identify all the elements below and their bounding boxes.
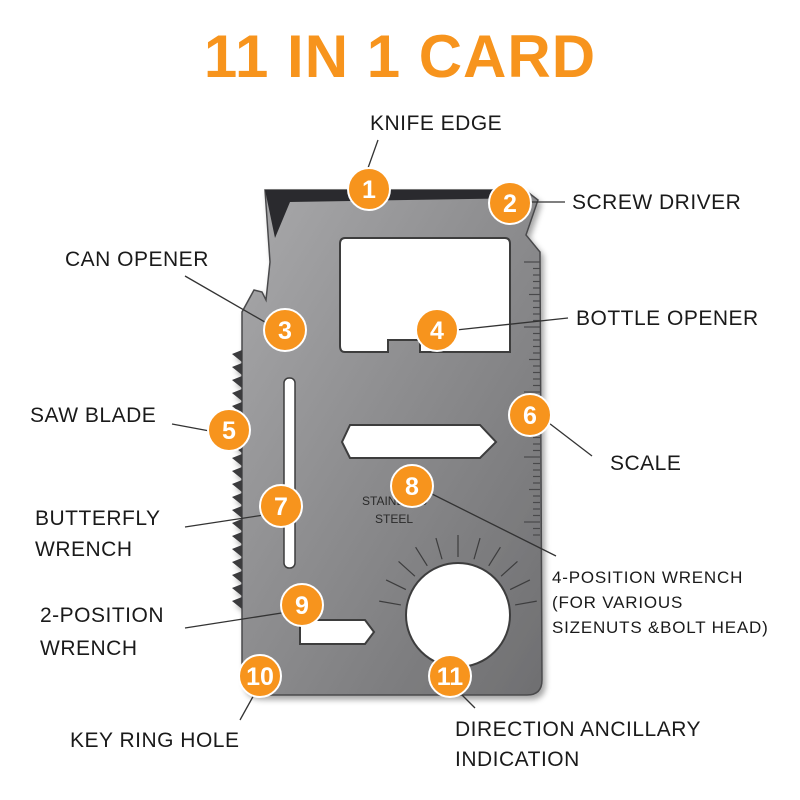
saw-tooth xyxy=(232,480,242,492)
direction-tick xyxy=(488,546,501,567)
badge-number-7: 7 xyxy=(274,493,288,521)
direction-tick xyxy=(500,561,518,577)
label-four-position-wrench-2: (FOR VARIOUS xyxy=(552,593,683,612)
badge-number-6: 6 xyxy=(523,402,537,430)
badge-circle-3 xyxy=(263,308,307,352)
direction-tick xyxy=(473,537,481,560)
saw-tooth xyxy=(232,363,242,375)
direction-tick xyxy=(415,546,428,567)
badge-number-3: 3 xyxy=(278,317,292,345)
hex-wrench-cutout xyxy=(340,424,498,459)
direction-ticks xyxy=(379,535,537,606)
saw-teeth xyxy=(232,350,242,609)
direction-tick xyxy=(398,561,416,577)
small-wrench-cutout xyxy=(299,619,376,645)
label-key-ring-hole: KEY RING HOLE xyxy=(70,729,240,752)
label-scale: SCALE xyxy=(610,452,681,475)
saw-tooth xyxy=(232,376,242,388)
label-two-position-wrench-1: 2-POSITION xyxy=(40,604,164,627)
saw-tooth xyxy=(232,571,242,583)
bottle-opener-cutout xyxy=(339,237,511,353)
saw-tooth xyxy=(232,454,242,466)
badge-circle-5 xyxy=(207,408,251,452)
badge-circle-8 xyxy=(390,464,434,508)
badge-number-5: 5 xyxy=(222,417,236,445)
saw-tooth xyxy=(232,545,242,557)
label-knife-edge: KNIFE EDGE xyxy=(370,112,502,135)
direction-tick xyxy=(435,537,443,560)
label-bottle-opener: BOTTLE OPENER xyxy=(576,307,759,330)
direction-tick xyxy=(385,579,407,591)
saw-tooth xyxy=(232,389,242,401)
direction-tick xyxy=(509,579,531,591)
saw-tooth xyxy=(232,350,242,362)
saw-tooth xyxy=(232,558,242,570)
round-wrench-cutout xyxy=(405,562,511,668)
badges: 1 2 3 4 5 6 7 8 9 10 11 xyxy=(207,167,552,698)
diagram-title: 11 IN 1 CARD xyxy=(203,23,597,90)
badge-circle-7 xyxy=(259,484,303,528)
badge-circle-10 xyxy=(238,654,282,698)
saw-tooth xyxy=(232,597,242,609)
badge-circle-9 xyxy=(280,583,324,627)
saw-tooth xyxy=(232,506,242,518)
label-screw-driver: SCREW DRIVER xyxy=(572,191,741,214)
saw-tooth xyxy=(232,584,242,596)
badge-circle-4 xyxy=(415,308,459,352)
long-slot xyxy=(283,377,296,569)
stamp-line-2: STEEL xyxy=(375,512,413,526)
badge-circle-2 xyxy=(488,181,532,225)
badge-number-10: 10 xyxy=(246,663,274,691)
badge-circle-6 xyxy=(508,393,552,437)
badge-circle-1 xyxy=(347,167,391,211)
label-butterfly-wrench-2: WRENCH xyxy=(35,538,133,561)
saw-tooth xyxy=(232,493,242,505)
badge-number-11: 11 xyxy=(437,663,464,691)
direction-tick xyxy=(379,600,401,606)
label-two-position-wrench-2: WRENCH xyxy=(40,637,138,660)
saw-tooth xyxy=(232,519,242,531)
leader-lines xyxy=(171,139,593,721)
label-butterfly-wrench-1: BUTTERFLY xyxy=(35,507,160,530)
badge-number-9: 9 xyxy=(295,592,309,620)
label-four-position-wrench-3: SIZENUTS &BOLT HEAD) xyxy=(552,618,769,637)
label-direction-indication-2: INDICATION xyxy=(455,748,580,771)
saw-tooth xyxy=(232,532,242,544)
badge-circle-11 xyxy=(428,654,472,698)
saw-tooth xyxy=(232,467,242,479)
label-saw-blade: SAW BLADE xyxy=(30,404,156,427)
badge-number-1: 1 xyxy=(362,176,376,204)
label-four-position-wrench-1: 4-POSITION WRENCH xyxy=(552,568,743,587)
badge-number-4: 4 xyxy=(430,317,444,345)
direction-tick xyxy=(515,600,537,606)
multitool-card: STAINLESS STEEL xyxy=(232,189,543,696)
badge-number-2: 2 xyxy=(503,190,517,218)
label-direction-indication-1: DIRECTION ANCILLARY xyxy=(455,718,701,741)
badge-number-8: 8 xyxy=(405,473,419,501)
label-can-opener: CAN OPENER xyxy=(65,248,209,271)
